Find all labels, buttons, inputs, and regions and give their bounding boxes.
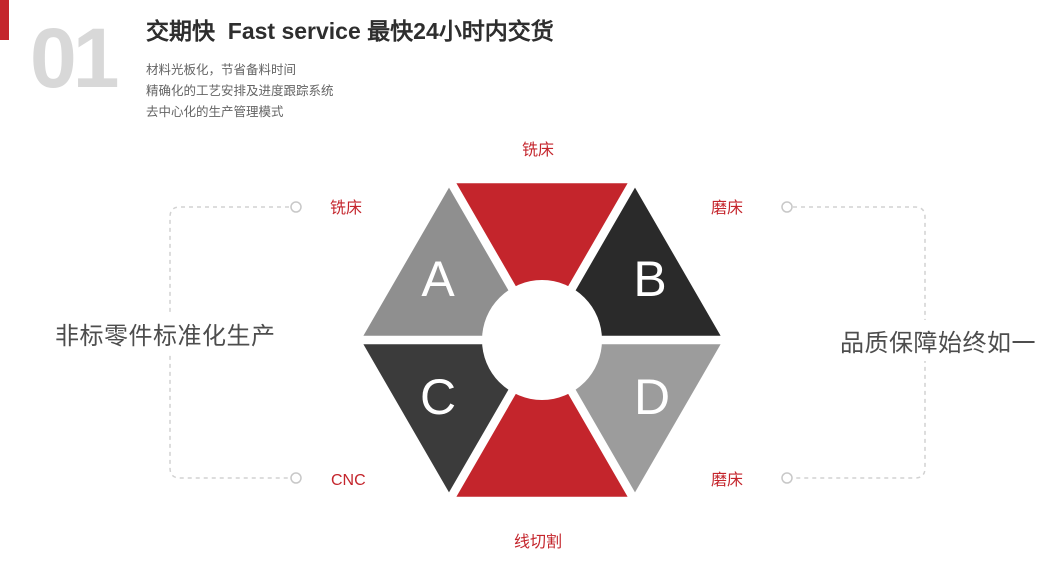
segment-top-triangle: [456, 183, 628, 332]
bullet-line-1: 材料光板化，节省备料时间: [146, 63, 297, 77]
segment-lower-right-triangle: [549, 344, 721, 493]
right-caption: 品质保障始终如一: [834, 320, 1042, 361]
label-upper-left: 铣床: [330, 199, 362, 217]
center-circle: [482, 280, 602, 400]
segment-bottom-triangle: [456, 348, 628, 497]
left-top-endpoint-circle: [290, 201, 302, 213]
segment-lower-left-triangle: [363, 344, 535, 493]
left-caption: 非标零件标准化生产: [49, 313, 282, 354]
page-title: 交期快 Fast service 最快24小时内交货: [146, 18, 554, 44]
accent-bar: [0, 0, 9, 40]
label-lower-left: CNC: [331, 472, 366, 489]
label-top: 铣床: [522, 141, 554, 159]
right-bottom-endpoint-circle: [781, 472, 793, 484]
right-top-endpoint-circle: [781, 201, 793, 213]
label-upper-right: 磨床: [711, 199, 743, 217]
segment-d-letter: D: [634, 369, 670, 425]
bullet-line-3: 去中心化的生产管理模式: [146, 105, 284, 119]
left-bottom-endpoint-circle: [290, 472, 302, 484]
label-bottom: 线切割: [514, 533, 562, 551]
segment-upper-left-triangle: [363, 187, 535, 336]
right-connector-line: [793, 206, 926, 479]
header-block: 交期快 Fast service 最快24小时内交货 材料光板化，节省备料时间 …: [146, 12, 554, 123]
segment-upper-right-triangle: [549, 187, 721, 336]
segment-c-letter: C: [420, 369, 456, 425]
bullet-list: 材料光板化，节省备料时间 精确化的工艺安排及进度跟踪系统 去中心化的生产管理模式: [146, 60, 554, 123]
label-lower-right: 磨床: [711, 471, 743, 489]
segment-a-letter: A: [421, 251, 455, 307]
segment-b-letter: B: [633, 251, 666, 307]
bullet-line-2: 精确化的工艺安排及进度跟踪系统: [146, 84, 334, 98]
section-number: 01: [30, 11, 119, 105]
